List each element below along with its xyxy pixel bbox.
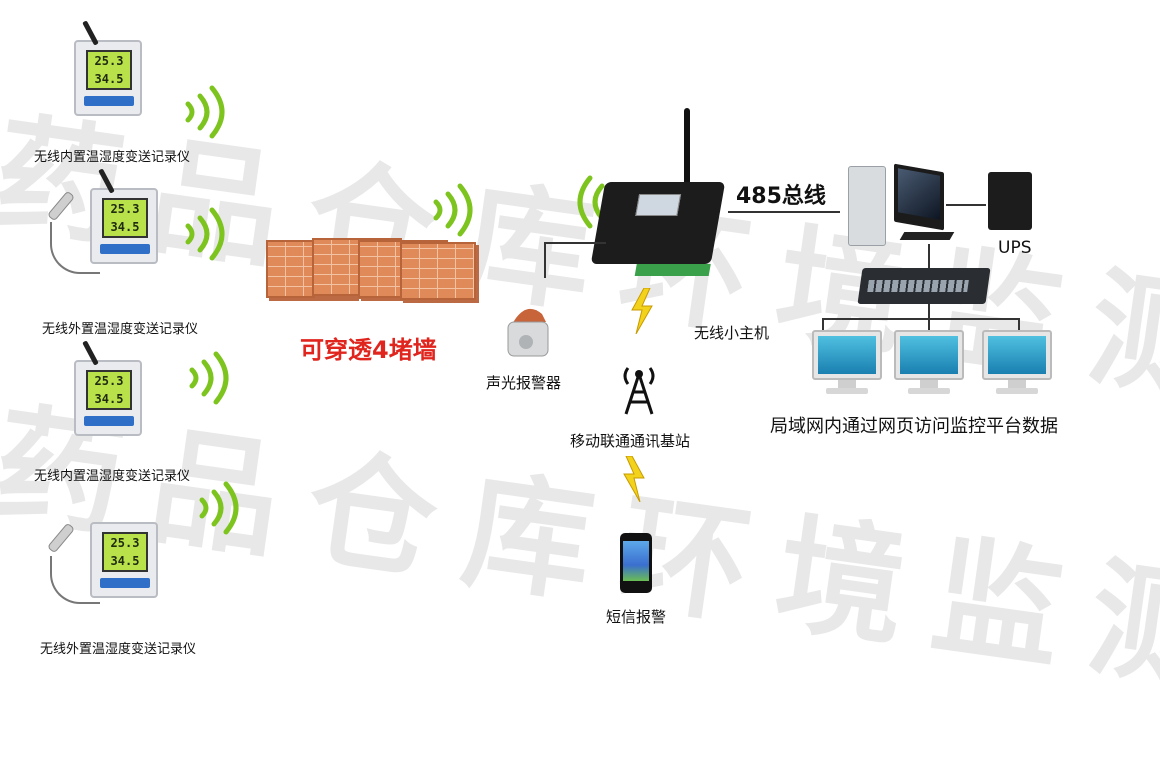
- device-hum: 34.5: [88, 70, 130, 88]
- connector-line: [822, 318, 824, 330]
- device-label-2: 无线外置温湿度变送记录仪: [42, 318, 198, 337]
- device-label-3: 无线内置温湿度变送记录仪: [34, 465, 190, 484]
- wireless-host: [591, 182, 725, 264]
- connector-line: [928, 318, 930, 330]
- recorder-device-3: 25.3 34.5: [74, 360, 142, 436]
- monitor-icon: [982, 330, 1052, 396]
- antenna-icon: [82, 20, 99, 45]
- device-screen: 25.3 34.5: [102, 198, 148, 238]
- lightning-icon: [620, 456, 650, 502]
- device-hum: 34.5: [104, 218, 146, 236]
- host-terminal-block: [635, 264, 711, 276]
- wall-penetration-label: 可穿透4堵墙: [300, 330, 437, 365]
- monitor-icon: [812, 330, 882, 396]
- device-temp: 25.3: [104, 534, 146, 552]
- device-screen: 25.3 34.5: [86, 370, 132, 410]
- device-temp: 25.3: [104, 200, 146, 218]
- desktop-monitor-icon: [894, 164, 944, 231]
- wifi-signal-icon: [176, 82, 236, 142]
- device-hum: 34.5: [88, 390, 130, 408]
- device-keypad: [84, 96, 134, 106]
- device-screen: 25.3 34.5: [86, 50, 132, 90]
- device-label-1: 无线内置温湿度变送记录仪: [34, 146, 190, 165]
- brick-wall-4: [400, 242, 476, 300]
- device-keypad: [84, 416, 134, 426]
- connector-line: [728, 211, 840, 213]
- recorder-device-4: 25.3 34.5: [90, 522, 158, 598]
- device-temp: 25.3: [88, 52, 130, 70]
- wifi-signal-icon: [180, 348, 240, 408]
- phone-screen: [623, 541, 649, 581]
- wifi-signal-icon: [190, 478, 250, 538]
- wifi-signal-icon: [176, 204, 236, 264]
- probe-cable: [50, 556, 100, 604]
- connector-line: [822, 318, 1020, 320]
- siren-icon: [502, 300, 554, 360]
- device-screen: 25.3 34.5: [102, 532, 148, 572]
- wifi-signal-icon: [424, 180, 484, 240]
- sms-alarm-label: 短信报警: [606, 606, 666, 627]
- computer-icon: [848, 166, 886, 246]
- keyboard-icon: [900, 232, 955, 240]
- switch-icon: [857, 268, 990, 304]
- monitor-icon: [894, 330, 964, 396]
- ups-icon: [988, 172, 1032, 230]
- host-lcd: [635, 194, 681, 216]
- phone-icon: [620, 533, 652, 593]
- lan-access-label: 局域网内通过网页访问监控平台数据: [770, 412, 1058, 438]
- ups-label: UPS: [998, 238, 1032, 258]
- probe-cable: [50, 222, 100, 274]
- device-keypad: [100, 244, 150, 254]
- device-keypad: [100, 578, 150, 588]
- device-hum: 34.5: [104, 552, 146, 570]
- connector-line: [544, 242, 606, 244]
- base-station-label: 移动联通通讯基站: [570, 430, 690, 451]
- alarm-label: 声光报警器: [486, 372, 561, 393]
- connector-line: [1018, 318, 1020, 330]
- connector-line: [946, 204, 986, 206]
- bus-label: 485总线: [736, 178, 826, 210]
- lightning-icon: [626, 288, 656, 334]
- connector-line: [928, 244, 930, 270]
- device-label-4: 无线外置温湿度变送记录仪: [40, 638, 196, 657]
- host-label: 无线小主机: [694, 322, 769, 343]
- antenna-icon: [82, 340, 99, 365]
- device-temp: 25.3: [88, 372, 130, 390]
- connector-line: [544, 242, 546, 278]
- tower-icon: [618, 362, 660, 416]
- recorder-device-2: 25.3 34.5: [90, 188, 158, 264]
- recorder-device-1: 25.3 34.5: [74, 40, 142, 116]
